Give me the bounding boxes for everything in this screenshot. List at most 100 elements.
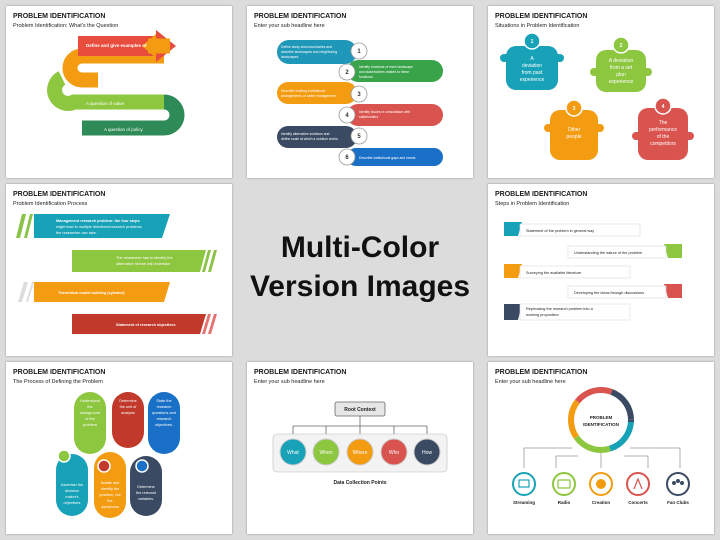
top-pill-1 bbox=[74, 392, 106, 454]
hub-ring-navy bbox=[568, 387, 634, 453]
point-circle-how bbox=[413, 438, 441, 466]
bottom-2-line-2: identify the bbox=[101, 487, 119, 491]
slide-subtitle: Problem Identification Process bbox=[13, 201, 88, 207]
slide-defining-process[interactable]: PROBLEM IDENTIFICATION The Process of De… bbox=[6, 362, 232, 534]
situation-number: 1 bbox=[531, 39, 534, 45]
connector-dot bbox=[135, 459, 149, 473]
center-title-line-2: Version Images bbox=[249, 270, 471, 303]
situation-2-line-3: plan bbox=[616, 72, 626, 78]
ribbon-1 bbox=[504, 222, 641, 237]
bottom-3-line-2: the relevant bbox=[136, 491, 157, 495]
situation-3-line-1: Other bbox=[568, 127, 581, 133]
node-label: Fan Clubs bbox=[667, 500, 689, 505]
situation-4-line-4: competitors bbox=[650, 141, 676, 147]
bottom-2-line-4: the bbox=[107, 499, 112, 503]
situation-4-line-3: of the bbox=[657, 134, 670, 140]
top-1-line-1: Understand bbox=[80, 399, 100, 403]
node-label: Creation bbox=[592, 500, 611, 505]
banner-3 bbox=[18, 282, 170, 302]
hub-ring-green bbox=[568, 387, 634, 453]
green-curve-segment bbox=[47, 71, 164, 111]
banner-2 bbox=[72, 250, 217, 272]
slide-subtitle: Problem Identification: What's the Quest… bbox=[13, 23, 119, 29]
point-circle-when bbox=[312, 438, 340, 466]
step-number-circle bbox=[350, 85, 368, 103]
banner-3-line-1: Theoretical model building (sylvator) bbox=[58, 291, 125, 295]
bottom-1-line-3: maker's bbox=[65, 495, 78, 499]
center-title: Multi-Color Version Images bbox=[240, 228, 480, 306]
top-1-line-2: the bbox=[87, 405, 92, 409]
step-number-circle bbox=[338, 106, 356, 124]
slide-subtitle: Enter your sub headline here bbox=[254, 23, 325, 29]
slide-process[interactable]: PROBLEM IDENTIFICATION Problem Identific… bbox=[6, 184, 232, 356]
top-pill-2 bbox=[112, 392, 144, 448]
connector-dot bbox=[57, 449, 71, 463]
situation-number-badge bbox=[565, 99, 583, 117]
step-band-5 bbox=[277, 126, 357, 148]
banner-4 bbox=[72, 314, 217, 334]
situation-4-line-1: The bbox=[659, 120, 668, 126]
node-label: Streaming bbox=[513, 500, 535, 505]
step-text-5-line-2: define scale at which a solution works. bbox=[281, 137, 339, 141]
banner-4-line-1: Statement of research objectives bbox=[116, 323, 176, 327]
ribbon-5 bbox=[504, 303, 631, 321]
top-2-line-3: analysis bbox=[121, 411, 135, 415]
top-pill-3 bbox=[148, 392, 180, 454]
step-text-2-line-2: and stakeholders related to these bbox=[359, 70, 409, 74]
situation-4-line-2: performance bbox=[649, 127, 677, 133]
steps-ribbon-diagram: Statement of the problem in general way … bbox=[504, 222, 682, 321]
points-caption: Data Collection Points bbox=[333, 480, 386, 486]
slide-six-steps[interactable]: PROBLEM IDENTIFICATION Enter your sub he… bbox=[247, 6, 473, 178]
slide-subtitle: Situations in Problem Identification bbox=[495, 23, 580, 29]
situation-blob-3 bbox=[550, 110, 598, 160]
situation-number-badge bbox=[523, 32, 541, 50]
item-value: A question of value bbox=[86, 101, 125, 106]
bottom-1-line-4: objectives bbox=[64, 501, 81, 505]
step-number: 4 bbox=[345, 113, 349, 119]
point-circle-who bbox=[380, 438, 408, 466]
step-number-circle bbox=[338, 63, 356, 81]
slide-title: PROBLEM IDENTIFICATION bbox=[495, 369, 588, 376]
step-text-1-line-2: describe landscapes and neighboring bbox=[281, 50, 337, 54]
step-number: 5 bbox=[357, 134, 361, 140]
slide-hub-nodes[interactable]: PROBLEM IDENTIFICATION Enter your sub he… bbox=[488, 362, 714, 534]
step-number-circle bbox=[338, 148, 356, 166]
streaming-icon bbox=[512, 472, 536, 496]
top-2-line-1: Determine bbox=[119, 399, 137, 403]
item-policy: A question of policy bbox=[104, 127, 144, 132]
ribbon-4 bbox=[567, 284, 682, 299]
situation-1-line-1: A bbox=[530, 56, 534, 62]
slide-steps-ribbons[interactable]: PROBLEM IDENTIFICATION Steps in Problem … bbox=[488, 184, 714, 356]
top-3-line-2: research bbox=[157, 405, 172, 409]
orange-curve-segment bbox=[62, 48, 164, 88]
top-1-line-5: problem bbox=[83, 423, 97, 427]
fan-clubs-icon bbox=[666, 472, 690, 496]
step-number: 1 bbox=[357, 49, 361, 55]
hub-center bbox=[577, 396, 625, 444]
item-define: Define and give examples of bbox=[86, 43, 147, 48]
bottom-2-line-3: problem, not bbox=[99, 493, 121, 497]
slide-title: PROBLEM IDENTIFICATION bbox=[13, 369, 106, 376]
hub-center-line-1: PROBLEM bbox=[590, 415, 613, 420]
step-number: 2 bbox=[345, 70, 349, 76]
hub-connectors bbox=[523, 447, 681, 468]
point-circle-where bbox=[346, 438, 374, 466]
step-number: 3 bbox=[357, 92, 361, 98]
ribbon-3-text: Surveying the available literature bbox=[526, 271, 581, 275]
slide-situations[interactable]: PROBLEM IDENTIFICATION Situations in Pro… bbox=[488, 6, 714, 178]
point-circle-what bbox=[279, 438, 307, 466]
node-label: Radio bbox=[558, 500, 571, 505]
slide-root-context[interactable]: PROBLEM IDENTIFICATION Enter your sub he… bbox=[247, 362, 473, 534]
defining-process-diagram: Understand the background of the problem… bbox=[56, 392, 180, 518]
top-1-line-4: of the bbox=[85, 417, 95, 421]
step-text-2-line-3: functions. bbox=[359, 75, 374, 79]
slide-whats-the-question[interactable]: PROBLEM IDENTIFICATION Problem Identific… bbox=[6, 6, 232, 178]
step-band-4 bbox=[347, 104, 443, 126]
situation-1-line-3: from past bbox=[522, 70, 543, 76]
dark-green-curve-segment bbox=[82, 94, 185, 136]
slide-title: PROBLEM IDENTIFICATION bbox=[254, 369, 347, 376]
step-band-3 bbox=[277, 82, 357, 104]
center-title-line-1: Multi-Color bbox=[280, 231, 440, 264]
situation-number: 4 bbox=[662, 104, 665, 110]
banner-1-line-2: might lead to multiple directions/resear… bbox=[56, 225, 142, 229]
